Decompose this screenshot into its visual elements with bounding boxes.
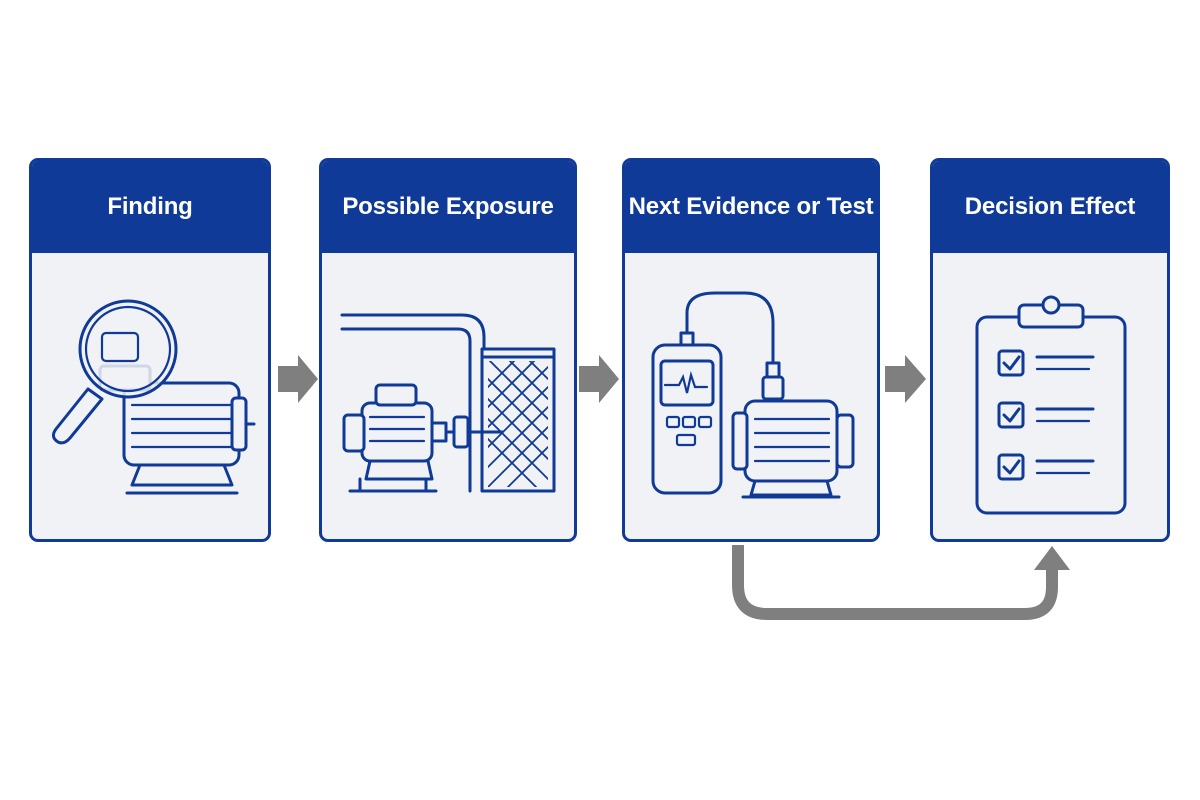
step-panel-possible-exposure: Possible Exposure xyxy=(319,158,577,542)
step-title: Decision Effect xyxy=(933,161,1167,253)
arrow-right-icon xyxy=(885,355,926,403)
step-panel-decision-effect: Decision Effect xyxy=(930,158,1170,542)
pipe-motor-guard-icon xyxy=(340,313,556,493)
clipboard-checklist-icon xyxy=(975,295,1127,515)
step-title: Possible Exposure xyxy=(322,161,574,253)
arrow-right-icon xyxy=(278,355,318,403)
step-panel-next-evidence-or-test: Next Evidence or Test xyxy=(622,158,880,542)
magnifier-motor-icon xyxy=(51,299,256,495)
step-panel-finding: Finding xyxy=(29,158,271,542)
loop-arrow-icon xyxy=(732,545,1070,620)
tester-motor-icon xyxy=(651,291,855,499)
step-title: Finding xyxy=(32,161,268,253)
arrow-right-icon xyxy=(579,355,619,403)
step-title: Next Evidence or Test xyxy=(625,161,877,253)
